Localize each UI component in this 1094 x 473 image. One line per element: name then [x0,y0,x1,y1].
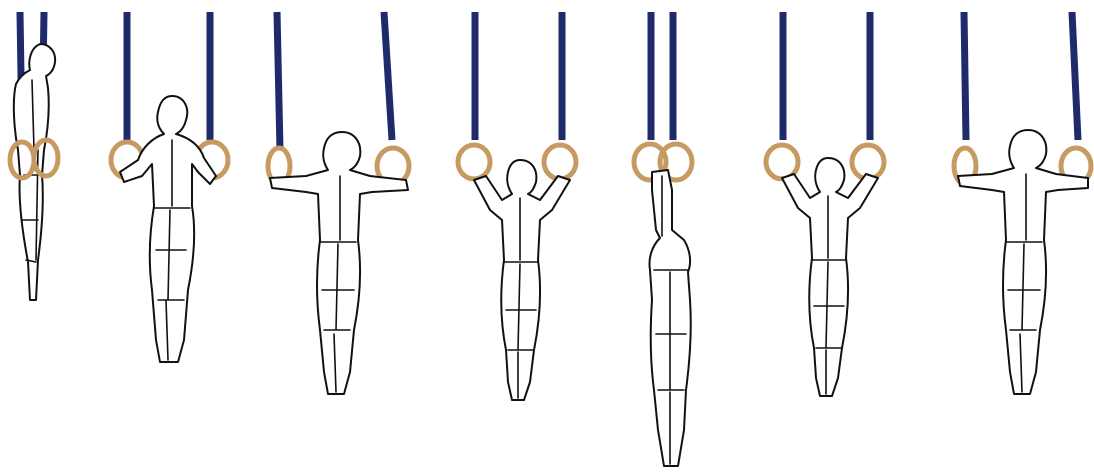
ring-icon [544,145,576,179]
ring-icon [458,145,490,179]
figure-6-back-arms-raised [766,12,884,396]
figure-5-inverted [634,12,692,466]
strap-icon [1072,12,1078,140]
gymnast-silhouette [782,158,878,396]
figure-2-back-arms-down [111,12,228,362]
gymnast-silhouette [474,160,570,400]
figure-1-side-hang [10,12,58,300]
strap-icon [384,12,392,140]
figure-7-back-arms-out [954,12,1091,394]
strap-icon [964,12,966,140]
figure-4-back-arms-raised [458,12,576,400]
gymnast-silhouette [120,96,216,362]
figure-3-back-arms-out [268,12,409,394]
strap-icon [277,12,280,150]
